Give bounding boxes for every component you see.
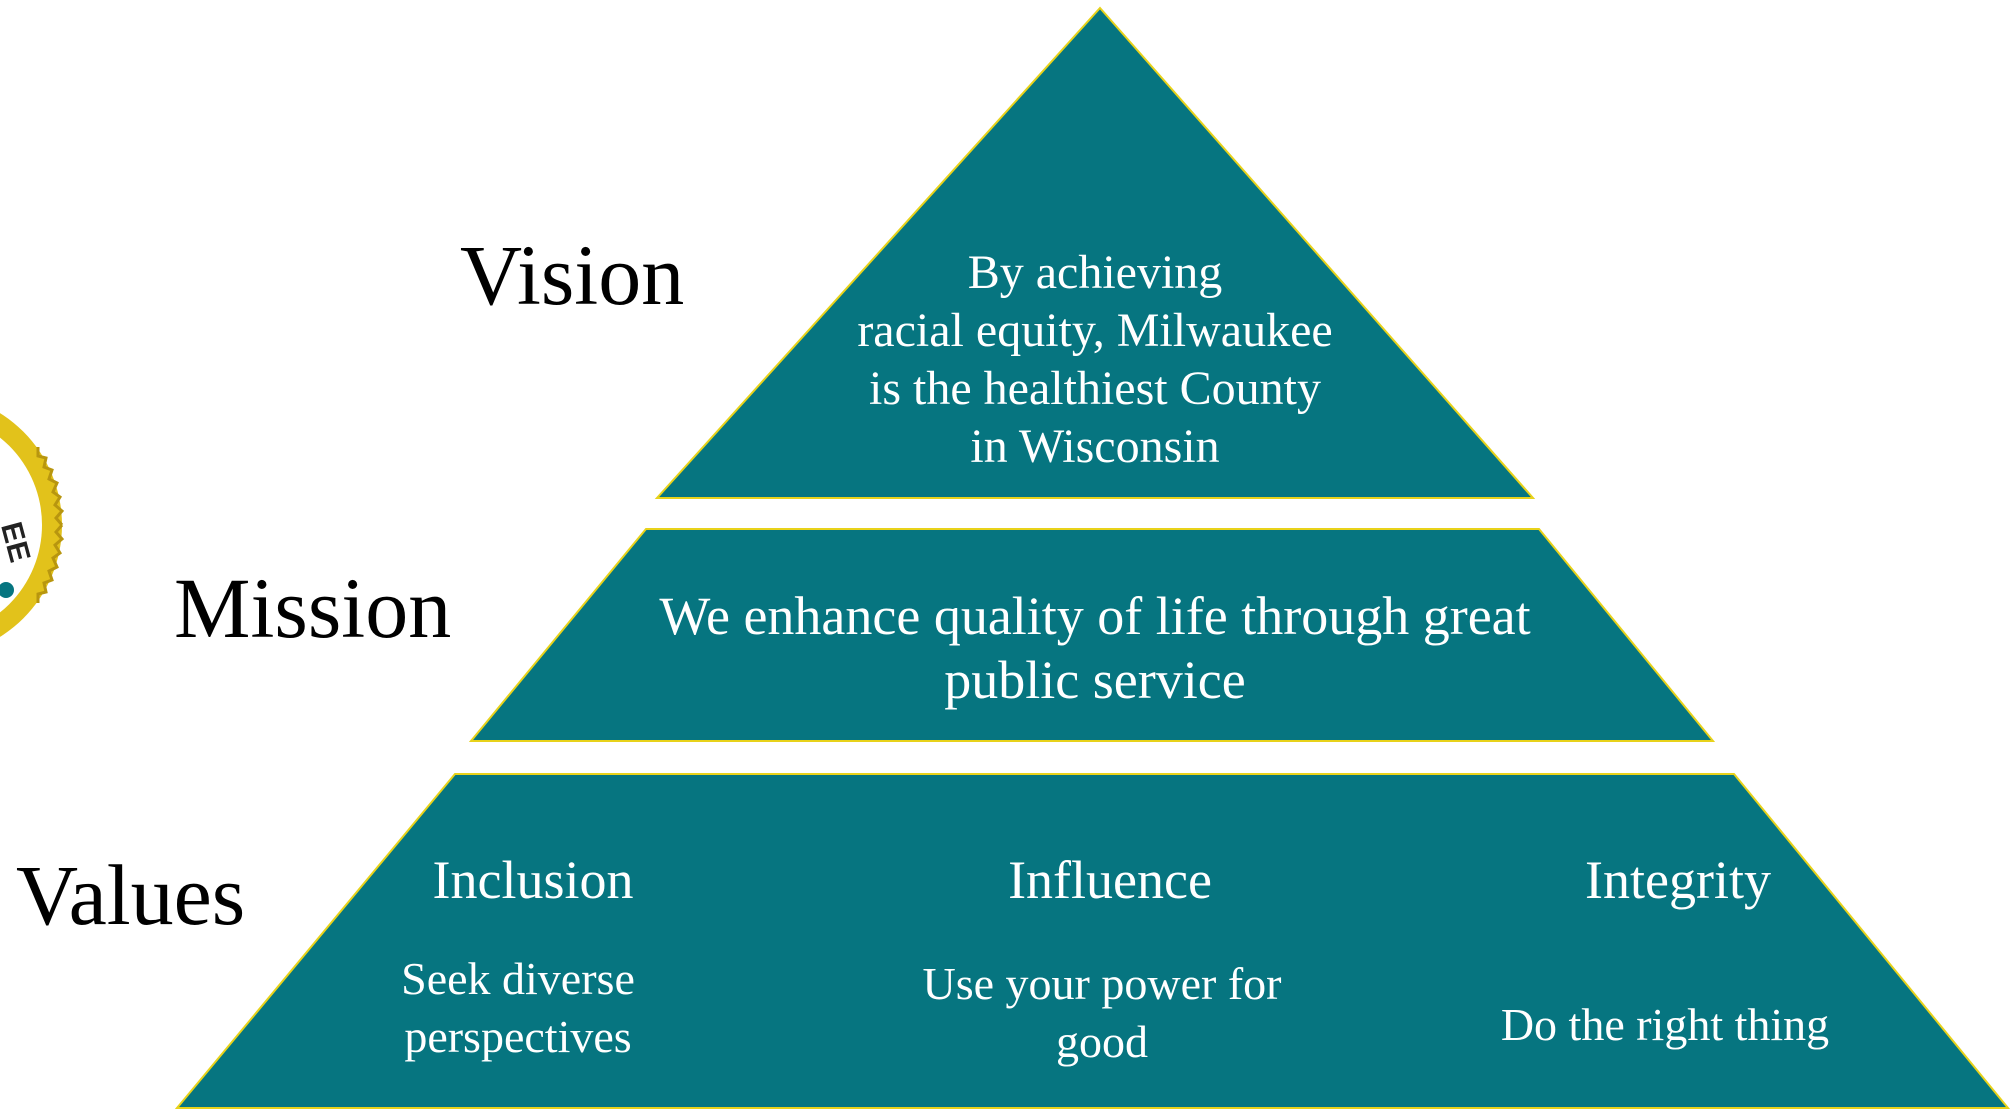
mission-tier (468, 528, 1716, 742)
values-label: Values (16, 847, 246, 943)
mission-line: We enhance quality of life through great (659, 586, 1531, 646)
value-title-influence: Influence (1008, 850, 1212, 910)
values-tier (174, 773, 2010, 1109)
vision-line: is the healthiest County (869, 362, 1321, 415)
mission-label: Mission (174, 560, 452, 656)
value-title-integrity: Integrity (1585, 850, 1771, 910)
value-desc-line: perspectives (404, 1011, 632, 1062)
vision-line: in Wisconsin (970, 420, 1220, 473)
county-seal-logo: EE (0, 413, 65, 637)
value-title-inclusion: Inclusion (432, 850, 634, 910)
vision-line: By achieving (967, 246, 1223, 299)
mission-statement: We enhance quality of life through great… (590, 584, 1600, 712)
value-desc-line: Seek diverse (401, 953, 635, 1004)
value-desc-line: Use your power for (922, 958, 1282, 1009)
vision-label: Vision (460, 227, 685, 323)
value-desc-line: Do the right thing (1500, 999, 1830, 1050)
mission-line: public service (944, 650, 1246, 710)
vision-tier (654, 6, 1536, 499)
value-desc-integrity: Do the right thing (1440, 996, 1890, 1054)
value-desc-influence: Use your power for good (852, 955, 1352, 1071)
vision-line: racial equity, Milwaukee (857, 304, 1333, 357)
vision-statement: By achieving racial equity, Milwaukee is… (800, 244, 1390, 476)
value-desc-inclusion: Seek diverse perspectives (368, 950, 668, 1066)
value-desc-line: good (1056, 1016, 1148, 1067)
